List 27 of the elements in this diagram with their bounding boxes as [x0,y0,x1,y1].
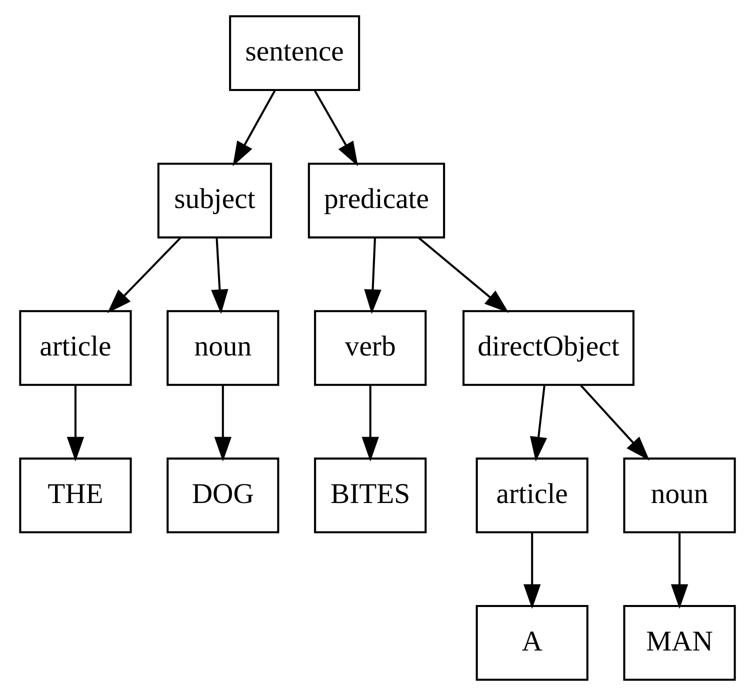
arrow [210,238,228,314]
arrow [66,385,84,462]
node-box: noun [622,458,736,534]
node-box: sentence [228,15,360,92]
node-box: predicate [307,162,445,238]
node-box: BITES [314,458,426,534]
arrow [361,385,378,462]
arrow [214,385,232,462]
node-box: A [475,604,588,681]
node-box: MAN [622,604,736,681]
node-box: directObject [462,310,634,386]
node-box: noun [166,310,279,386]
node-box: subject [156,162,272,238]
arrow [106,237,181,314]
arrow [313,90,358,166]
node-box: verb [314,310,426,386]
arrow [418,237,508,313]
arrow [670,532,688,609]
node-box: article [475,458,588,534]
node-box: article [18,310,132,386]
arrow [580,384,650,461]
arrow [522,532,540,609]
node-box: DOG [166,458,279,534]
arrow [232,90,276,166]
arrow [529,385,547,462]
arrow [364,238,381,314]
node-box: THE [18,458,132,534]
